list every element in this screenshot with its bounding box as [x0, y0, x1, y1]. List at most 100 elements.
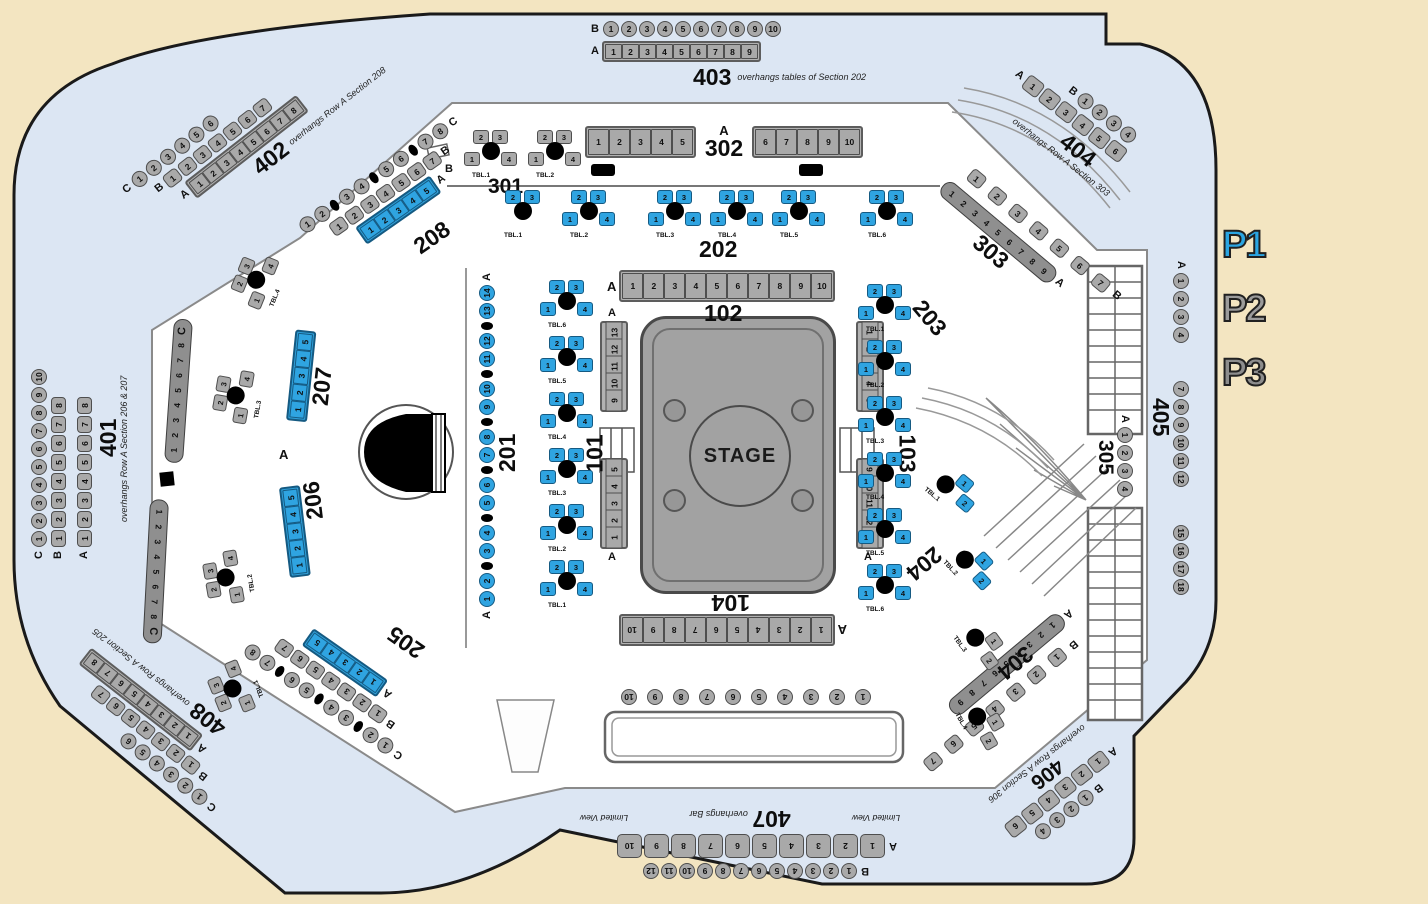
seat-2[interactable]: 2	[1117, 444, 1133, 461]
chair-3[interactable]: 3	[886, 508, 902, 522]
chair-2[interactable]: 2	[867, 508, 883, 522]
chair-3[interactable]: 3	[590, 190, 606, 204]
seat-8[interactable]: 8	[797, 129, 818, 155]
seat-3[interactable]: 3	[1117, 462, 1133, 479]
seat-5[interactable]: 5	[751, 689, 767, 705]
seat-4[interactable]: 4	[479, 525, 495, 542]
chair-4[interactable]: 4	[747, 212, 763, 226]
seat-10[interactable]: 10	[479, 381, 495, 398]
seat-9[interactable]: 9	[740, 44, 758, 59]
chair-4[interactable]: 4	[895, 586, 911, 600]
chair-4[interactable]: 4	[895, 418, 911, 432]
chair-2[interactable]: 2	[505, 190, 521, 204]
chair-3[interactable]: 3	[886, 284, 902, 298]
seat-10[interactable]: 10	[617, 834, 643, 858]
seat-2[interactable]: 2	[153, 524, 164, 530]
seat-6[interactable]: 6	[692, 21, 709, 37]
seat-4[interactable]: 4	[1173, 326, 1189, 343]
seat-2[interactable]: 2	[31, 513, 47, 530]
seat-8[interactable]: 8	[723, 44, 741, 59]
seat-7[interactable]: 7	[733, 863, 750, 879]
chair-3[interactable]: 3	[738, 190, 754, 204]
seat-9[interactable]: 9	[697, 863, 714, 879]
seat-3[interactable]: 3	[51, 492, 66, 510]
seat-9[interactable]: 9	[644, 834, 670, 858]
seat-16[interactable]: 16	[1173, 542, 1189, 559]
chair-2[interactable]: 2	[719, 190, 735, 204]
seat-1[interactable]: 1	[841, 863, 858, 879]
seat-3[interactable]: 3	[286, 522, 304, 541]
chair-4[interactable]: 4	[501, 152, 517, 166]
seat-6[interactable]: 6	[77, 435, 92, 453]
chair-2[interactable]: 2	[869, 190, 885, 204]
chair-3[interactable]: 3	[886, 452, 902, 466]
seat-5[interactable]: 5	[172, 387, 184, 394]
seat-1[interactable]: 1	[855, 689, 871, 705]
chair-2[interactable]: 2	[549, 336, 565, 350]
seat-7[interactable]: 7	[748, 273, 770, 299]
seat-5[interactable]: 5	[672, 129, 693, 155]
seat-1[interactable]: 1	[77, 530, 92, 548]
seat-1[interactable]: 1	[289, 400, 306, 419]
chair-4[interactable]: 4	[577, 302, 593, 316]
chair-2[interactable]: 2	[549, 504, 565, 518]
seat-4[interactable]: 4	[77, 473, 92, 491]
seat-8[interactable]: 8	[673, 689, 689, 705]
chair-2[interactable]: 2	[867, 340, 883, 354]
chair-1[interactable]: 1	[464, 152, 480, 166]
chair-2[interactable]: 2	[549, 280, 565, 294]
chair-2[interactable]: 2	[473, 130, 489, 144]
seat-5[interactable]: 5	[77, 454, 92, 472]
chair-1[interactable]: 1	[858, 306, 874, 320]
chair-2[interactable]: 2	[867, 564, 883, 578]
chair-1[interactable]: 1	[247, 290, 266, 311]
seat-9[interactable]: 9	[31, 387, 47, 404]
seat-2[interactable]: 2	[1173, 290, 1189, 307]
chair-3[interactable]: 3	[800, 190, 816, 204]
seat-9[interactable]: 9	[1173, 416, 1189, 433]
seat-4[interactable]: 4	[171, 402, 183, 409]
seat-11[interactable]: 11	[1173, 452, 1189, 469]
seat-8[interactable]: 8	[663, 617, 685, 643]
seat-5[interactable]: 5	[51, 454, 66, 472]
seat-5[interactable]: 5	[296, 332, 314, 352]
seat-7[interactable]: 7	[706, 44, 724, 59]
seat-12[interactable]: 12	[1173, 470, 1189, 487]
chair-1[interactable]: 1	[540, 526, 556, 540]
chair-1[interactable]: 1	[858, 586, 874, 600]
seat-1[interactable]: 1	[1117, 426, 1133, 443]
chair-3[interactable]: 3	[568, 392, 584, 406]
chair-1[interactable]: 1	[540, 470, 556, 484]
seat-7[interactable]: 7	[1173, 380, 1189, 397]
seat-8[interactable]: 8	[31, 405, 47, 422]
seat-4[interactable]: 4	[747, 617, 769, 643]
chair-3[interactable]: 3	[886, 340, 902, 354]
seat-1[interactable]: 1	[168, 447, 179, 453]
seat-5[interactable]: 5	[151, 569, 162, 575]
seat-9[interactable]: 9	[479, 399, 495, 416]
seat-6[interactable]: 6	[31, 441, 47, 458]
chair-1[interactable]: 1	[858, 474, 874, 488]
chair-3[interactable]: 3	[676, 190, 692, 204]
seat-1[interactable]: 1	[605, 526, 623, 549]
seat-6[interactable]: 6	[479, 477, 495, 494]
chair-3[interactable]: 3	[568, 336, 584, 350]
seat-1[interactable]: 1	[1173, 272, 1189, 289]
chair-1[interactable]: 1	[540, 302, 556, 316]
seat-3[interactable]: 3	[664, 273, 686, 299]
seat-7[interactable]: 7	[699, 689, 715, 705]
seat-6[interactable]: 6	[751, 863, 768, 879]
seat-7[interactable]: 7	[479, 447, 495, 464]
seat-7[interactable]: 7	[776, 129, 797, 155]
seat-13[interactable]: 13	[479, 303, 495, 320]
seat-11[interactable]: 11	[479, 351, 495, 368]
chair-4[interactable]: 4	[809, 212, 825, 226]
seat-6[interactable]: 6	[689, 44, 707, 59]
seat-10[interactable]: 10	[679, 863, 696, 879]
chair-4[interactable]: 4	[260, 255, 280, 277]
chair-4[interactable]: 4	[565, 152, 581, 166]
chair-4[interactable]: 4	[895, 474, 911, 488]
seat-5[interactable]: 5	[479, 495, 495, 512]
chair-2[interactable]: 2	[867, 396, 883, 410]
chair-2[interactable]: 2	[537, 130, 553, 144]
